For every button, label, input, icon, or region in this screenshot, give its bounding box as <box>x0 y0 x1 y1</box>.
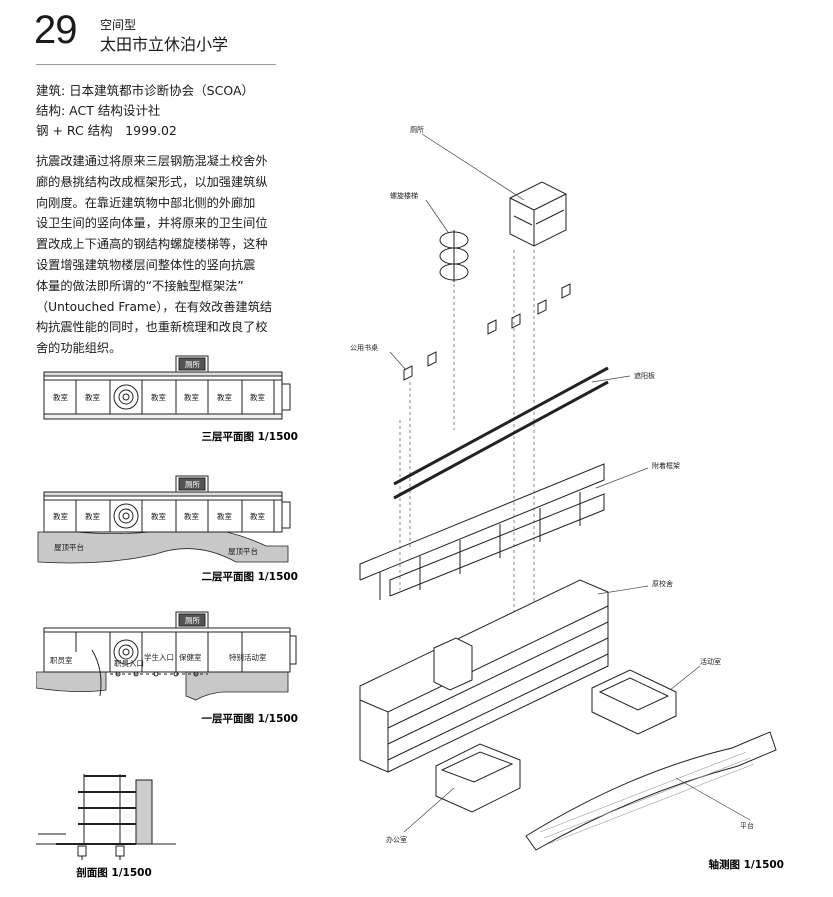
axonometric-caption: 轴测图 1/1500 <box>708 858 784 871</box>
second-floor-plan: 厕所 教室 教室 教室 教室 教室 教室 屋顶平台 屋顶平台 二层平面图 1/1… <box>37 475 298 583</box>
third-floor-caption: 三层平面图 1/1500 <box>201 431 298 443</box>
room-label: 保健室 <box>179 652 202 662</box>
description-line: 抗震改建通过将原来三层钢筋混凝土校舍外 <box>36 154 268 168</box>
project-category: 空间型 <box>100 18 137 32</box>
activity-room-label: 活动室 <box>700 657 721 666</box>
description-line: 置改成上下通高的钢结构螺旋楼梯等，这种 <box>36 237 268 252</box>
room-label: 教室 <box>217 511 232 521</box>
description-text: 抗震改建通过将原来三层钢筋混凝土校舍外 廊的悬挑结构改成框架形式，以加强建筑纵 … <box>36 151 280 359</box>
room-label: 教室 <box>85 511 100 521</box>
axonometric-drawing: 厕所 螺旋楼梯 公用书桌 遮阳板 附着框架 原校舍 活动室 办公室 平台 轴测图… <box>350 125 784 871</box>
header-divider <box>36 64 276 65</box>
room-label: 教室 <box>184 511 199 521</box>
project-title: 太田市立休泊小学 <box>100 35 229 54</box>
room-label: 教室 <box>250 392 265 402</box>
room-label: 职员室 <box>50 655 73 665</box>
project-number: 29 <box>34 8 77 52</box>
spiral-stair-label: 螺旋楼梯 <box>390 191 418 200</box>
platform-label: 平台 <box>740 821 754 830</box>
description-line: 舍的功能组织。 <box>36 341 122 356</box>
room-label: 学生入口 <box>144 652 174 662</box>
toilet-label: 厕所 <box>185 359 200 369</box>
toilet-label: 厕所 <box>185 615 200 625</box>
toilet-label: 厕所 <box>185 479 200 489</box>
description-line: （Untouched Frame），在有效改善建筑结 <box>36 299 273 314</box>
office-label: 办公室 <box>386 835 407 844</box>
room-label: 特别活动室 <box>229 652 267 662</box>
room-label: 教室 <box>53 392 68 402</box>
description-line: 向刚度。在靠近建筑物中部北侧的外廊加 <box>36 195 256 210</box>
first-floor-caption: 一层平面图 1/1500 <box>201 713 298 725</box>
first-floor-plan: 厕所 职员室 职员入口 学生入口 保健室 特别活动室 一层平面图 1/1500 <box>36 611 298 725</box>
second-floor-caption: 二层平面图 1/1500 <box>201 571 298 583</box>
room-label: 教室 <box>184 392 199 402</box>
room-label: 教室 <box>151 511 166 521</box>
room-label: 教室 <box>217 392 232 402</box>
meta-system: 钢 + RC 结构 1999.02 <box>36 123 177 138</box>
section-drawing: 剖面图 1/1500 <box>36 774 176 879</box>
room-label: 教室 <box>250 511 265 521</box>
description-line: 设卫生间的竖向体量，并将原来的卫生间位 <box>36 216 268 231</box>
meta-structure: 结构: ACT 结构设计社 <box>36 103 161 118</box>
description-line: 体量的做法即所谓的“不接触型框架法” <box>36 278 244 293</box>
description-line: 设置增强建筑物楼层间整体性的竖向抗震 <box>36 257 256 272</box>
sunshade-label: 遮阳板 <box>634 371 655 380</box>
project-meta: 建筑: 日本建筑都市诊断协会（SCOA） 结构: ACT 结构设计社 钢 + R… <box>36 81 254 141</box>
description-line: 廊的悬挑结构改成框架形式，以加强建筑纵 <box>36 174 268 189</box>
section-caption: 剖面图 1/1500 <box>76 866 152 879</box>
room-label: 教室 <box>53 511 68 521</box>
original-building-label: 原校舍 <box>652 579 673 588</box>
description-line: 构抗震性能的同时，也重新梳理和改良了校 <box>36 320 268 335</box>
room-label: 教室 <box>85 392 100 402</box>
attached-frame-label: 附着框架 <box>652 461 680 470</box>
meta-architecture: 建筑: 日本建筑都市诊断协会（SCOA） <box>36 83 255 98</box>
roof-terrace-label: 屋顶平台 <box>54 542 84 552</box>
third-floor-plan: 厕所 教室 教室 教室 教室 教室 教室 三层平面图 1/1500 <box>43 355 298 443</box>
room-label: 教室 <box>151 392 166 402</box>
room-label: 职员入口 <box>114 659 144 668</box>
toilet-axo-label: 厕所 <box>410 125 424 134</box>
roof-terrace-label: 屋顶平台 <box>228 546 258 556</box>
public-desk-label: 公用书桌 <box>350 343 378 352</box>
